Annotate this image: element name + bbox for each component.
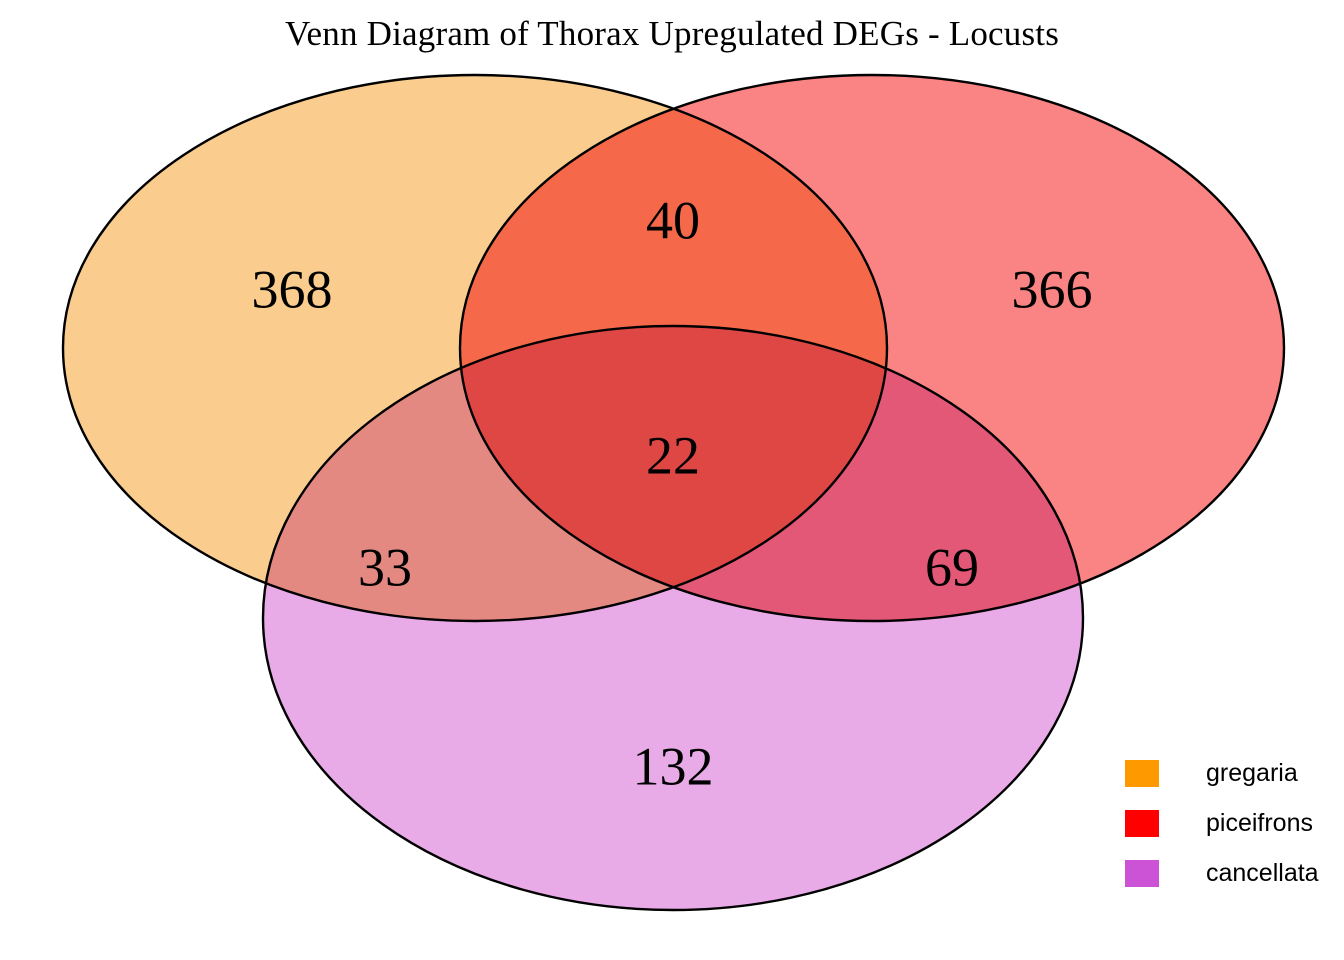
count-cancellata-only: 132 (633, 736, 714, 796)
legend-item-gregaria[interactable]: gregaria (1125, 748, 1344, 798)
legend-swatch-cancellata (1125, 859, 1159, 887)
count-gregaria-piceifrons: 40 (646, 190, 700, 250)
count-piceifrons-cancellata: 69 (925, 537, 979, 597)
legend-label-cancellata: cancellata (1206, 858, 1319, 887)
venn-count-labels: 368 366 40 22 33 69 132 (252, 190, 1093, 796)
ellipse-cancellata[interactable] (261, 324, 1085, 912)
legend-item-piceifrons[interactable]: piceifrons (1125, 798, 1344, 848)
count-all-three: 22 (646, 425, 700, 485)
count-gregaria-cancellata: 33 (358, 537, 412, 597)
count-piceifrons-only: 366 (1012, 259, 1093, 319)
legend-label-piceifrons: piceifrons (1206, 808, 1313, 837)
legend-swatch-gregaria (1125, 759, 1159, 787)
count-gregaria-only: 368 (252, 259, 333, 319)
legend-label-gregaria: gregaria (1206, 758, 1298, 787)
legend: gregaria piceifrons cancellata (1125, 748, 1344, 898)
legend-item-cancellata[interactable]: cancellata (1125, 848, 1344, 898)
page-title: Venn Diagram of Thorax Upregulated DEGs … (284, 14, 1060, 53)
venn-ellipse-group (61, 73, 1286, 912)
legend-swatch-piceifrons (1125, 809, 1159, 837)
